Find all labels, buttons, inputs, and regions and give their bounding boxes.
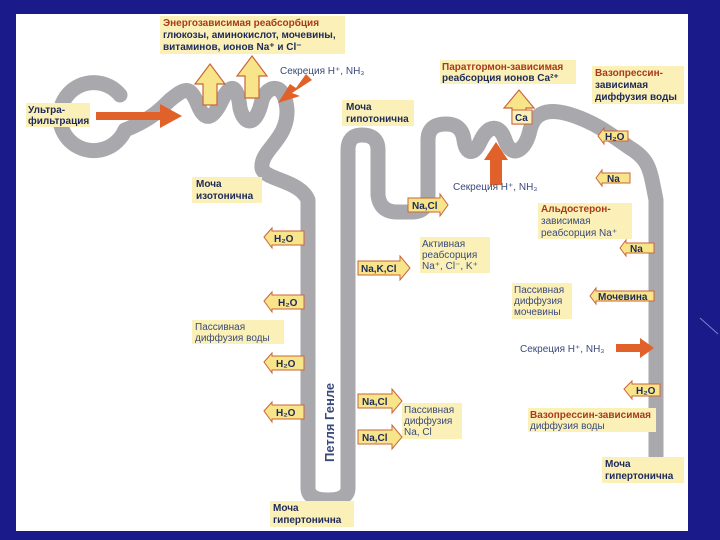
- ultrafiltration-arrow: [96, 104, 182, 128]
- vasopressin-bottom-line-1: Вазопрессин-зависимая: [530, 410, 651, 421]
- parathormone-line-1: Паратгормон-зависимая: [442, 62, 563, 73]
- secretion-bottom-label: Секреция H⁺, NH₃: [520, 344, 604, 355]
- active-reabsorption-line-3: Na⁺, Cl⁻, K⁺: [422, 261, 478, 272]
- svg-text:Ca: Ca: [515, 113, 528, 124]
- vasopressin-bottom-line-2: диффузия воды: [530, 420, 605, 432]
- svg-text:H₂O: H₂O: [278, 298, 298, 309]
- svg-text:H₂O: H₂O: [605, 132, 625, 143]
- ultrafiltration-highlight: [26, 103, 90, 127]
- urine-hypotonic-line-1: Моча: [346, 102, 372, 113]
- nacl-arrow-1: Na,Cl: [357, 387, 403, 415]
- parathormone-line-2: реабсорция ионов Ca²⁺: [442, 72, 559, 84]
- na-arrow-1: Na: [595, 168, 631, 188]
- svg-text:Мочевина: Мочевина: [598, 292, 648, 303]
- ca-box: Ca: [511, 109, 533, 125]
- secretion-top-label: Секреция H⁺, NH₃: [280, 66, 364, 77]
- vasopressin-bottom-highlight: [528, 408, 656, 432]
- urine-hypertonic-right-highlight: [602, 457, 684, 483]
- aldosterone-line-1: Альдостерон-: [541, 204, 611, 215]
- urine-hypertonic-bottom-highlight: [270, 501, 354, 527]
- nacl-arrow-2: Na,Cl: [357, 423, 403, 451]
- urea-arrow: Мочевина: [589, 286, 655, 306]
- svg-text:H₂O: H₂O: [276, 408, 296, 419]
- passive-nacl-line-2: диффузия: [404, 415, 452, 427]
- nakcl-arrow: Na,K,Cl: [357, 254, 411, 282]
- h2o-left-arrow-2: H₂O: [263, 290, 305, 314]
- svg-text:H₂O: H₂O: [276, 359, 296, 370]
- urine-hypertonic-right-line-2: гипертонична: [605, 471, 674, 482]
- passive-water-line-2: диффузия воды: [195, 332, 270, 344]
- urine-isotonic-line-1: Моча: [196, 179, 222, 190]
- active-reabsorption-highlight: [420, 237, 490, 273]
- passive-urea-line-1: Пассивная: [514, 285, 564, 296]
- vasopressin-top-line-3: диффузия воды: [595, 91, 677, 103]
- svg-text:Na,Cl: Na,Cl: [362, 433, 388, 444]
- h2o-left-arrow-3: H₂O: [263, 351, 305, 375]
- svg-text:Na,K,Cl: Na,K,Cl: [361, 264, 397, 275]
- top-label-line-2: глюкозы, аминокислот, мочевины,: [163, 30, 336, 41]
- passive-nacl-line-3: Na, Cl: [404, 427, 432, 438]
- top-label-highlight: [160, 16, 345, 54]
- passive-urea-line-3: мочевины: [514, 307, 561, 318]
- urine-hypotonic-line-2: гипотонична: [346, 114, 409, 125]
- svg-text:H₂O: H₂O: [274, 234, 294, 245]
- up-arrow-2: [235, 55, 269, 99]
- passive-nacl-highlight: [402, 403, 462, 439]
- secretion-mid-arrow: [484, 142, 508, 185]
- active-reabsorption-line-1: Активная: [422, 239, 465, 250]
- svg-text:Na,Cl: Na,Cl: [412, 201, 438, 212]
- svg-text:Na: Na: [630, 244, 643, 255]
- secretion-top-arrow: [278, 74, 312, 103]
- vasopressin-top-highlight: [592, 66, 684, 104]
- top-label-line-1: Энергозависимая реабсорбция: [163, 17, 319, 29]
- urine-hypotonic-highlight: [342, 100, 414, 126]
- urine-isotonic-line-2: изотонична: [196, 191, 254, 202]
- svg-text:Na: Na: [607, 174, 620, 185]
- active-reabsorption-line-2: реабсорция: [422, 249, 477, 261]
- h2o-left-arrow-1: H₂O: [263, 226, 305, 250]
- top-label-line-3: витаминов, ионов Na⁺ и Cl⁻: [163, 42, 302, 53]
- passive-urea-highlight: [512, 283, 572, 319]
- passive-nacl-line-1: Пассивная: [404, 405, 454, 416]
- passive-water-line-1: Пассивная: [195, 322, 245, 333]
- ultrafiltration-line-2: фильтрация: [28, 115, 89, 127]
- svg-text:H₂O: H₂O: [636, 386, 656, 397]
- aldosterone-line-3: реабсорция Na⁺: [541, 227, 617, 239]
- urine-hypertonic-right-line-1: Моча: [605, 459, 631, 470]
- urine-hypertonic-bottom-line-2: гипертонична: [273, 515, 342, 526]
- nacl-arrow-top: Na,Cl: [407, 192, 449, 218]
- up-arrow-1: [193, 63, 227, 106]
- henle-loop-label: Петля Генле: [322, 383, 337, 462]
- vasopressin-top-line-1: Вазопрессин-: [595, 68, 663, 79]
- passive-water-highlight: [192, 320, 284, 344]
- parathormone-highlight: [440, 60, 576, 84]
- na-arrow-2: Na: [619, 238, 655, 258]
- secretion-mid-label: Секреция H⁺, NH₃: [453, 182, 537, 193]
- h2o-right-bottom-arrow: H₂O: [623, 379, 661, 401]
- aldosterone-line-2: зависимая: [541, 216, 590, 227]
- passive-urea-line-2: диффузия: [514, 295, 562, 307]
- aldosterone-highlight: [538, 203, 632, 239]
- h2o-top-right-arrow: H₂O: [597, 126, 629, 146]
- vasopressin-top-line-2: зависимая: [595, 80, 648, 91]
- urine-isotonic-highlight: [192, 177, 262, 203]
- ultrafiltration-line-1: Ультра-: [28, 105, 65, 116]
- svg-text:Na,Cl: Na,Cl: [362, 397, 388, 408]
- h2o-left-arrow-4: H₂O: [263, 400, 305, 424]
- decorative-line: [699, 317, 719, 335]
- secretion-bottom-arrow: [616, 338, 654, 358]
- urine-hypertonic-bottom-line-1: Моча: [273, 503, 299, 514]
